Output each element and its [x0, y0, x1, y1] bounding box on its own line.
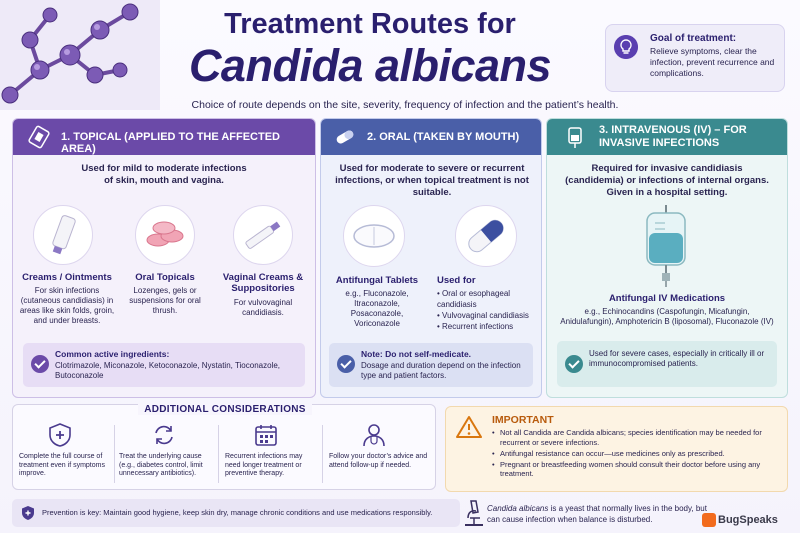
- consideration-text: Recurrent infections may need longer tre…: [225, 453, 303, 477]
- topical-heading: 1. TOPICAL (APPLIED TO THE AFFECTED AREA…: [61, 131, 281, 155]
- consideration-item: Recurrent infections may need longer tre…: [225, 423, 317, 487]
- capsule-icon: [468, 219, 504, 253]
- goal-title: Goal of treatment:: [650, 33, 737, 44]
- capsule-image: [455, 205, 517, 267]
- additional-title: ADDITIONAL CONSIDERATIONS: [13, 399, 437, 417]
- consideration-text: Complete the full course of treatment ev…: [19, 453, 105, 477]
- iv-med-name: Antifungal IV Medications: [608, 293, 726, 304]
- prevention-text: Prevention is key: Maintain good hygiene…: [42, 508, 433, 517]
- title-line-1: Treatment Routes for: [224, 8, 516, 40]
- usedfor-item: • Oral or esophageal candidiasis: [437, 289, 511, 309]
- candida-fact: Candida albicans is a yeast that normall…: [487, 504, 707, 524]
- item-name-oral-topicals: Oral Topicals: [135, 272, 195, 283]
- item-text-creams: For skin infections (cutaneous candidias…: [19, 286, 115, 325]
- warning-icon: [456, 416, 482, 438]
- shield-check-icon: [49, 423, 71, 447]
- oral-header: 2. ORAL (TAKEN BY MOUTH): [321, 119, 541, 155]
- tablets-name: Antifungal Tablets: [335, 275, 419, 286]
- iv-note: Used for severe cases, especially in cri…: [557, 341, 777, 387]
- cream-tube-icon: [28, 125, 50, 149]
- iv-header: 3. INTRAVENOUS (IV) – FOR INVASIVE INFEC…: [547, 119, 787, 155]
- oral-column: 2. ORAL (TAKEN BY MOUTH) Used for modera…: [320, 118, 542, 398]
- cream-tube-icon: [52, 215, 76, 255]
- prevention-banner: Prevention is key: Maintain good hygiene…: [12, 499, 460, 527]
- iv-bag-icon: [568, 127, 582, 148]
- usedfor-item: • Vulvovaginal candidiasis: [437, 311, 529, 320]
- check-icon: [31, 355, 49, 373]
- important-list: Not all Candida are Candida albicans; sp…: [492, 428, 784, 480]
- consideration-item: Treat the underlying cause (e.g., diabet…: [119, 423, 215, 487]
- ingredients-title: Common active ingredients:: [55, 349, 170, 359]
- cycle-icon: [155, 425, 173, 445]
- consideration-text: Follow your doctor’s advice and attend f…: [329, 453, 428, 469]
- lightbulb-icon: [614, 35, 638, 59]
- oral-description: Used for moderate to severe or recurrent…: [335, 163, 529, 198]
- usedfor-list: • Oral or esophageal candidiasis • Vulvo…: [437, 288, 541, 332]
- iv-note-text: Used for severe cases, especially in cri…: [589, 349, 765, 368]
- topical-header: 1. TOPICAL (APPLIED TO THE AFFECTED AREA…: [13, 119, 315, 155]
- subtitle: Choice of route depends on the site, sev…: [191, 99, 619, 111]
- important-box: IMPORTANT Not all Candida are Candida al…: [445, 406, 788, 492]
- self-medicate-title: Note: Do not self-medicate.: [361, 349, 472, 359]
- yeast-cells-illustration: [0, 0, 160, 110]
- iv-heading: 3. INTRAVENOUS (IV) – FOR INVASIVE INFEC…: [599, 124, 747, 149]
- tablet-icon: [353, 224, 395, 248]
- applicator-image: [233, 205, 293, 265]
- self-medicate-text: Dosage and duration depend on the infect…: [361, 361, 521, 380]
- topical-description: Used for mild to moderate infections of …: [81, 163, 247, 186]
- important-title: IMPORTANT: [492, 414, 554, 426]
- doctor-icon: [363, 424, 385, 447]
- divider: [322, 425, 323, 483]
- ingredients-note: Common active ingredients: Clotrimazole,…: [23, 343, 305, 387]
- tablet-image: [343, 205, 405, 267]
- oral-heading: 2. ORAL (TAKEN BY MOUTH): [367, 131, 520, 143]
- item-name-creams: Creams / Ointments: [22, 272, 112, 283]
- item-text-oral-topicals: Lozenges, gels or suspensions for oral t…: [129, 286, 201, 315]
- important-item: Antifungal resistance can occur—use medi…: [492, 449, 784, 459]
- brand-name: BugSpeaks: [718, 514, 778, 526]
- goal-box: Goal of treatment: Relieve symptoms, cle…: [605, 24, 785, 92]
- topical-column: 1. TOPICAL (APPLIED TO THE AFFECTED AREA…: [12, 118, 316, 398]
- tablets-text: e.g., Fluconazole, Itraconazole, Posacon…: [345, 289, 409, 328]
- check-icon: [565, 355, 583, 373]
- check-icon: [337, 355, 355, 373]
- iv-med-text: e.g., Echinocandins (Caspofungin, Micafu…: [560, 307, 774, 326]
- usedfor-title: Used for: [437, 275, 476, 286]
- consideration-text: Treat the underlying cause (e.g., diabet…: [119, 453, 203, 477]
- lozenges-icon: [146, 221, 184, 247]
- self-medicate-note: Note: Do not self-medicate. Dosage and d…: [329, 343, 533, 387]
- cream-image: [33, 205, 93, 265]
- goal-text: Relieve symptoms, clear the infection, p…: [650, 46, 775, 78]
- iv-description: Required for invasive candidiasis (candi…: [565, 163, 769, 198]
- important-item: Pregnant or breastfeeding women should c…: [492, 460, 784, 479]
- calendar-icon: [255, 425, 277, 446]
- iv-bag-illustration: [646, 205, 686, 287]
- consideration-item: Complete the full course of treatment ev…: [19, 423, 111, 487]
- divider: [114, 425, 115, 483]
- usedfor-item: • Recurrent infections: [437, 322, 514, 331]
- applicator-icon: [245, 221, 281, 249]
- important-item: Not all Candida are Candida albicans; sp…: [492, 428, 784, 447]
- shield-icon: [22, 506, 34, 520]
- additional-considerations: ADDITIONAL CONSIDERATIONS Complete the f…: [12, 404, 436, 490]
- lozenges-image: [135, 205, 195, 265]
- ingredients-text: Clotrimazole, Miconazole, Ketoconazole, …: [55, 361, 280, 380]
- capsule-icon: [336, 130, 354, 144]
- title-line-2: Candida albicans: [188, 40, 552, 91]
- divider: [218, 425, 219, 483]
- iv-column: 3. INTRAVENOUS (IV) – FOR INVASIVE INFEC…: [546, 118, 788, 398]
- bugspeaks-logo-icon: [702, 513, 716, 527]
- item-name-vaginal: Vaginal Creams & Suppositories: [222, 272, 304, 294]
- consideration-item: Follow your doctor’s advice and attend f…: [329, 423, 429, 487]
- microscope-icon: [465, 500, 483, 526]
- item-text-vaginal: For vulvovaginal candidiasis.: [233, 298, 293, 317]
